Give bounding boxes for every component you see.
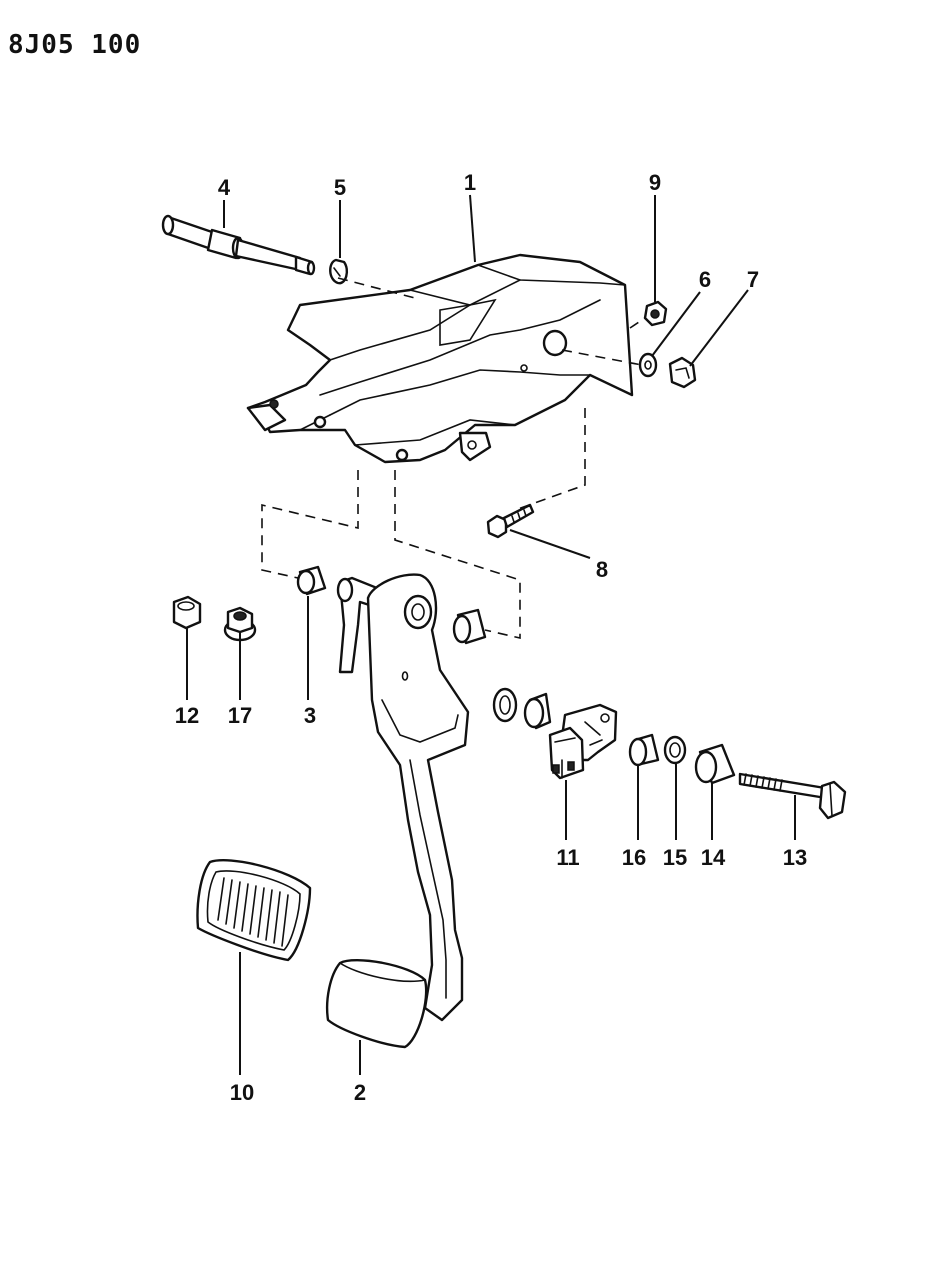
callout-13: 13 bbox=[782, 845, 808, 870]
callout-11: 11 bbox=[556, 845, 580, 870]
part-pedal-pad bbox=[326, 959, 428, 1049]
part-nut-12 bbox=[172, 595, 202, 630]
callout-17: 17 bbox=[227, 703, 253, 728]
callout-14: 14 bbox=[700, 845, 726, 870]
callout-15: 15 bbox=[662, 845, 688, 870]
callout-12: 12 bbox=[174, 703, 200, 728]
part-nut-small bbox=[643, 300, 668, 327]
part-washer bbox=[638, 352, 658, 378]
part-pedal-arm bbox=[336, 573, 470, 1022]
callout-2: 2 bbox=[353, 1080, 367, 1105]
part-pad-cover bbox=[196, 859, 312, 962]
callout-6: 6 bbox=[698, 267, 712, 292]
callout-1: 1 bbox=[463, 170, 477, 195]
leader-lines bbox=[186, 194, 796, 1075]
part-bushing-right bbox=[452, 608, 487, 645]
callout-9: 9 bbox=[648, 170, 662, 195]
part-sleeve-14 bbox=[694, 743, 736, 785]
callout-7: 7 bbox=[746, 267, 760, 292]
callout-4: 4 bbox=[217, 175, 231, 200]
part-grommet bbox=[523, 692, 552, 730]
diagram-id-label: 8J05 100 bbox=[8, 30, 142, 60]
part-bolt bbox=[486, 503, 535, 539]
part-spacer-16 bbox=[628, 733, 660, 767]
part-washer-15 bbox=[663, 735, 687, 765]
part-switch bbox=[548, 703, 618, 780]
part-nut-large bbox=[668, 356, 697, 389]
alignment-dashes bbox=[261, 277, 646, 640]
part-retaining-clip bbox=[329, 258, 349, 285]
callout-10: 10 bbox=[229, 1080, 255, 1105]
part-bushing-left bbox=[296, 565, 327, 596]
part-washer-ring bbox=[492, 687, 518, 723]
part-pivot-shaft bbox=[161, 214, 316, 276]
part-bracket bbox=[246, 253, 634, 464]
callout-16: 16 bbox=[621, 845, 647, 870]
part-long-bolt bbox=[738, 772, 847, 820]
callout-3: 3 bbox=[303, 703, 317, 728]
callout-5: 5 bbox=[333, 175, 347, 200]
callout-8: 8 bbox=[595, 557, 609, 582]
